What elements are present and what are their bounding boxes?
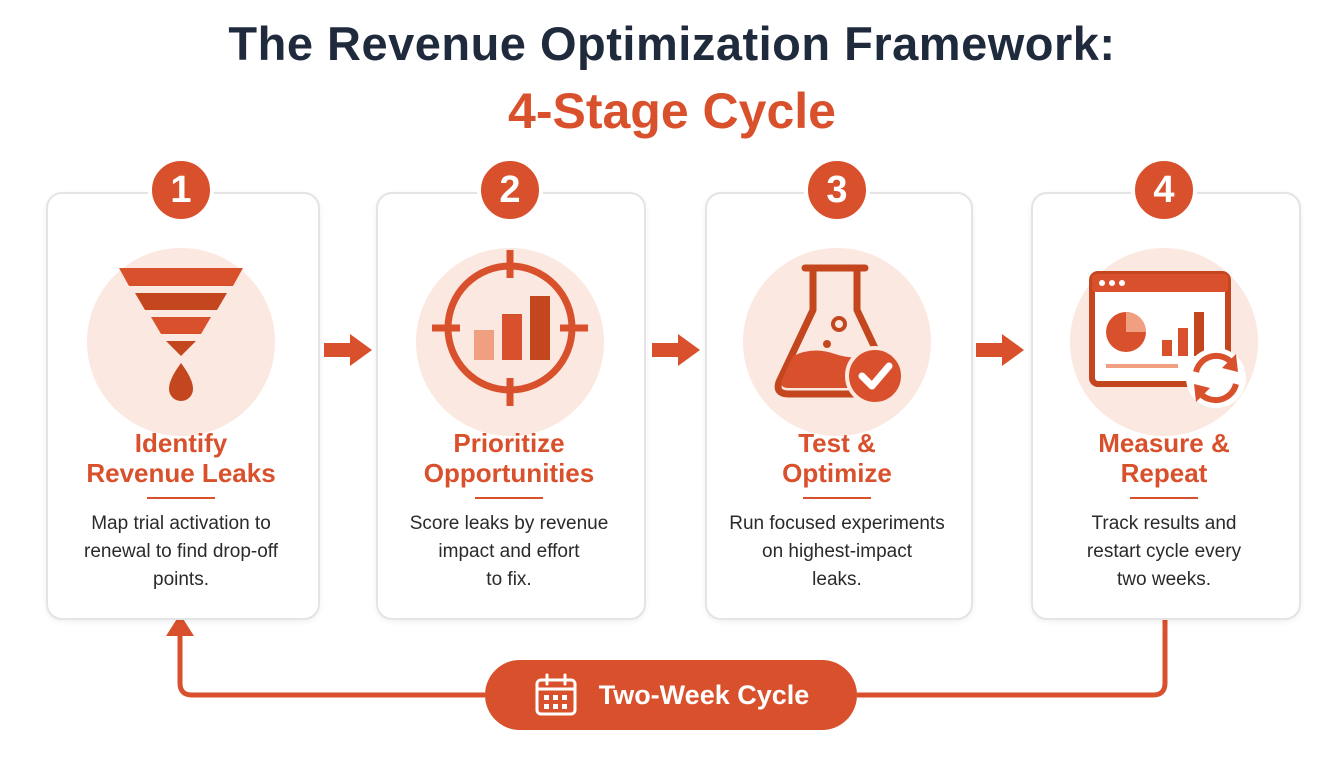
target-chart-icon [432,250,588,406]
stage-title-4: Measure &Repeat [1098,428,1230,488]
calendar-icon [535,673,577,716]
dashboard-refresh-icon [1089,271,1246,408]
page-title: The Revenue Optimization Framework: [228,17,1116,70]
arrow-right-icon [652,334,700,366]
stage-title-3: Test &Optimize [782,428,892,488]
flask-check-icon [774,264,905,406]
cycle-label: Two-Week Cycle [598,679,810,710]
stage-divider-3 [803,497,871,499]
stage-number-badge-1: 1 [148,157,214,223]
arrow-right-icon [976,334,1024,366]
stage-number-badge-2: 2 [477,157,543,223]
stage-divider-2 [475,497,543,499]
page-subtitle: 4-Stage Cycle [508,83,836,139]
stage-divider-1 [147,497,215,499]
funnel-icon [119,268,243,401]
stage-number-badge-3: 3 [804,157,870,223]
stage-divider-4 [1130,497,1198,499]
arrow-right-icon [324,334,372,366]
cycle-badge: Two-Week Cycle [485,660,857,730]
stage-number-badge-4: 4 [1131,157,1197,223]
icon-background-3 [743,248,931,436]
